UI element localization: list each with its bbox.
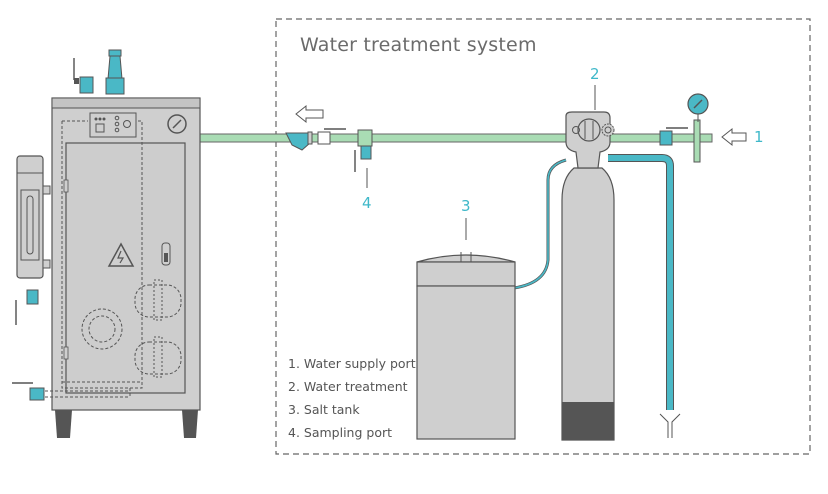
legend-item: 3. Salt tank (288, 402, 360, 417)
callout-3: 3 (461, 197, 471, 215)
system-boundary (275, 18, 811, 455)
legend-item: 4. Sampling port (288, 425, 393, 440)
outlet-arrow-icon (295, 104, 324, 124)
y-strainer (285, 131, 313, 151)
legend-item: 2. Water treatment (288, 379, 408, 394)
legend-item: 1. Water supply port (288, 356, 416, 371)
supply-pipe (199, 133, 713, 143)
callout-1: 1 (754, 128, 764, 146)
steam-generator (40, 97, 201, 438)
softener-tank (561, 85, 615, 441)
outlet-ball-valve (317, 128, 346, 145)
diagram-title: Water treatment system (300, 34, 537, 56)
inlet-valve (659, 93, 709, 163)
drain-funnel (659, 413, 681, 438)
warning-icon (107, 242, 135, 267)
brine-line (513, 159, 567, 289)
drain-pipe (608, 155, 673, 410)
legend: 1. Water supply port 2. Water treatment … (288, 352, 416, 444)
water-level-gauge (12, 155, 51, 401)
inlet-arrow-icon (721, 127, 747, 147)
callout-4: 4 (362, 194, 372, 212)
callout-2: 2 (590, 65, 600, 83)
top-valves (73, 49, 125, 95)
sampling-port (354, 129, 373, 188)
salt-tank (416, 218, 516, 440)
